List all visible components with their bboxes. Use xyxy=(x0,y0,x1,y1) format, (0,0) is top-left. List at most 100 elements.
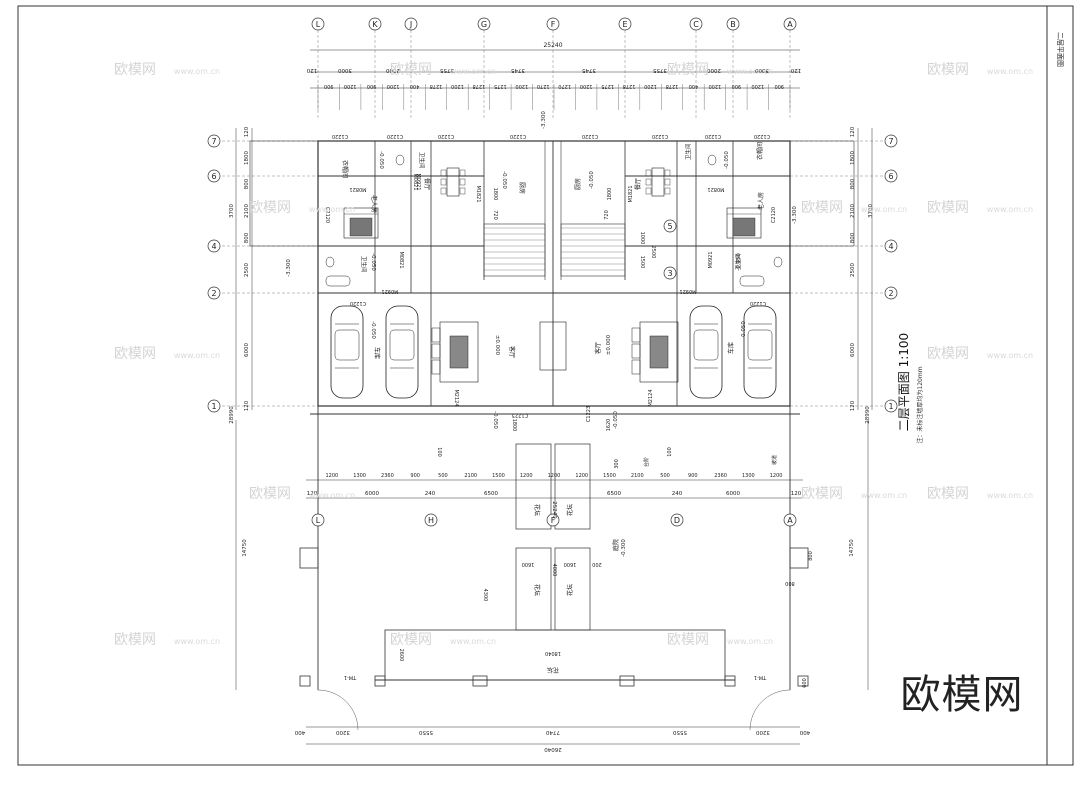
dim-top-r1: 3000 xyxy=(338,67,352,73)
central-feature xyxy=(539,321,567,371)
level-mark: -3.300 xyxy=(792,206,798,224)
gate-pier-left xyxy=(299,547,319,569)
dim-left: 6000 xyxy=(244,343,250,357)
balcony-left xyxy=(249,140,319,247)
dining-table-left xyxy=(446,167,460,197)
dim-mid: 1500 xyxy=(492,473,505,479)
dim-right: 2500 xyxy=(850,263,856,277)
dim-misc: 1000 xyxy=(639,232,645,245)
dim-misc: 2600 xyxy=(398,649,404,662)
dim-misc: 1800 xyxy=(607,188,613,201)
grid-left-1-bubble xyxy=(207,399,221,413)
car-right-1-roof xyxy=(693,329,719,361)
dim-misc: 100 xyxy=(436,447,442,457)
watermark-url: www.om.cn xyxy=(309,205,355,214)
dim-right: 2100 xyxy=(850,204,856,218)
watermark-url: www.om.cn xyxy=(174,637,220,646)
car-left-1-roof xyxy=(334,329,360,361)
grid-left-1: 1 xyxy=(211,402,216,411)
watermark-url: www.om.cn xyxy=(987,351,1033,360)
dim-top-r1: 120 xyxy=(306,67,317,73)
grid-right-4: 4 xyxy=(888,242,893,251)
grid-left-7-bubble xyxy=(207,134,221,148)
dim-bottom: 3200 xyxy=(336,729,350,735)
sofa-left-seat xyxy=(431,343,441,359)
dim-misc: 100 xyxy=(667,447,673,457)
window-tag: C1220 xyxy=(350,300,366,306)
watermark-layer: 欧模网 www.om.cn 欧模网 www.om.cn 欧模网 www.om.cn 欧模网 w… xyxy=(114,62,1033,648)
grid-right-6: 6 xyxy=(888,172,893,181)
level-mark: -3.300 xyxy=(541,111,547,129)
sofa-right-seat xyxy=(631,327,641,343)
level-mark: -0.050 xyxy=(613,411,619,429)
car-right-2 xyxy=(743,305,777,399)
planter-label: 花坛 xyxy=(533,504,541,516)
column xyxy=(724,675,736,687)
dim-mid: 1200 xyxy=(520,473,533,479)
dim-misc: 18040 xyxy=(545,650,561,656)
dim-bottom: 7740 xyxy=(546,729,560,735)
toilet-right xyxy=(773,256,783,268)
grid-right-7-bubble xyxy=(884,134,898,148)
dim-misc: 1800 xyxy=(511,419,517,432)
planter-label: 花坛 xyxy=(566,584,574,596)
grid-bottom-l-bubble xyxy=(311,513,325,527)
grid-right-1-bubble xyxy=(884,399,898,413)
dim-left-big: 28990 xyxy=(229,406,235,424)
watermark-text: 欧模网 xyxy=(249,486,291,502)
gate-swing-left xyxy=(317,689,359,731)
dim-mid: 2100 xyxy=(464,473,477,479)
dim-mid: 1500 xyxy=(603,473,616,479)
car-right-2-roof xyxy=(747,329,773,361)
dim-mid2: 6000 xyxy=(726,491,740,497)
window-tag: C1220 xyxy=(652,133,668,139)
dim-right-big: 3700 xyxy=(868,204,874,218)
dim-bottom-total: 26040 xyxy=(544,746,562,752)
sofa-right-seat xyxy=(631,359,641,375)
dim-mid: 2100 xyxy=(631,473,644,479)
dim-top-r2: 1200 xyxy=(387,83,400,89)
column xyxy=(472,675,488,687)
grid-right-4-bubble xyxy=(884,239,898,253)
dim-misc: 800 xyxy=(785,580,795,586)
watermark-text: 欧模网 xyxy=(927,486,969,502)
watermark-text: 欧模网 xyxy=(114,346,156,362)
car-right-1 xyxy=(689,305,723,399)
watermark-text: 欧模网 xyxy=(927,200,969,216)
watermark-text: 欧模网 xyxy=(390,62,432,78)
door-tag: M2124 xyxy=(648,389,654,406)
grid-right-6-bubble xyxy=(884,169,898,183)
watermark-url: www.om.cn xyxy=(987,491,1033,500)
sofa-left-rug xyxy=(449,335,469,369)
dining-table-left-chair xyxy=(459,169,466,177)
planter-label: 花坛 xyxy=(566,504,574,516)
grid-left-4-bubble xyxy=(207,239,221,253)
door-tag: M1821 xyxy=(628,185,634,202)
dim-misc: 200 xyxy=(592,561,602,567)
dim-left: 120 xyxy=(244,400,250,411)
door-tag: TM-1 xyxy=(754,674,767,680)
dim-top-r2: 1278 xyxy=(666,83,679,89)
car-left-2-roof xyxy=(389,329,415,361)
watermark-url: www.om.cn xyxy=(450,637,496,646)
room-living-left: 客厅 xyxy=(508,346,516,358)
dim-top-r1: 2000 xyxy=(707,67,721,73)
window-tag: C1220 xyxy=(438,133,454,139)
watermark-text: 欧模网 xyxy=(667,62,709,78)
level-mark: ±0.000 xyxy=(606,334,612,355)
watermark-text: 欧模网 xyxy=(801,486,843,502)
room-kitchen-left: 厨房 xyxy=(518,182,526,194)
dim-top-r1: 3755 xyxy=(653,67,667,73)
dim-mid: 1200 xyxy=(326,473,339,479)
grid-top-f: F xyxy=(551,20,556,29)
watermark-url: www.om.cn xyxy=(987,205,1033,214)
level-mark: -3.300 xyxy=(286,259,292,277)
room-kitchen-right: 厨房 xyxy=(574,178,582,190)
grid-top-g-bubble xyxy=(477,17,491,31)
furniture-layer xyxy=(325,154,783,399)
gate-pier-left-low xyxy=(299,675,311,687)
grid-top-e: E xyxy=(622,20,627,29)
dim-right: 120 xyxy=(850,126,856,137)
grid-top-j-bubble xyxy=(404,17,418,31)
